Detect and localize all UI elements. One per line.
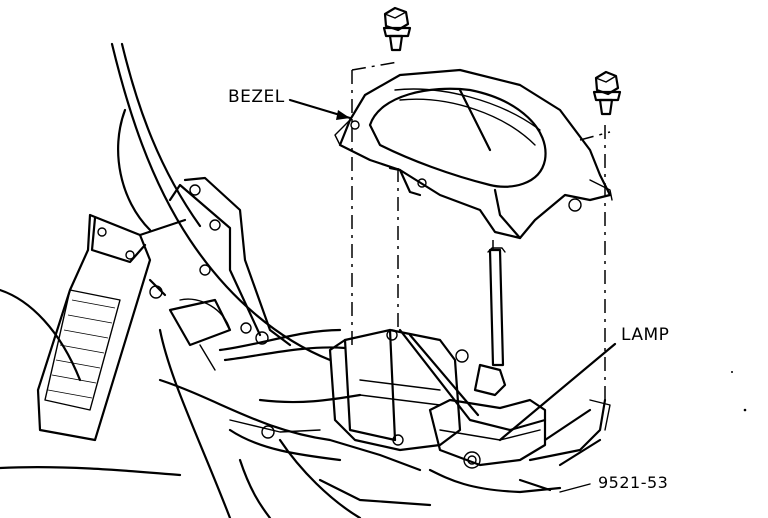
- lamp-label: LAMP: [621, 325, 669, 345]
- floor-tunnel: [158, 328, 432, 518]
- bezel-label: BEZEL: [228, 87, 285, 107]
- accelerator-pedal: [36, 213, 187, 442]
- column-support-bracket: [168, 176, 292, 371]
- shift-lever: [487, 247, 506, 367]
- left-trim-panel: [0, 42, 332, 518]
- alignment-lines: [351, 61, 611, 400]
- bolt: [592, 70, 622, 116]
- shifter-housing: [328, 328, 611, 494]
- figure-number: 9521-53: [598, 473, 668, 492]
- bolt: [382, 6, 412, 52]
- callout-leaders: [288, 98, 617, 493]
- bezel: [334, 68, 613, 240]
